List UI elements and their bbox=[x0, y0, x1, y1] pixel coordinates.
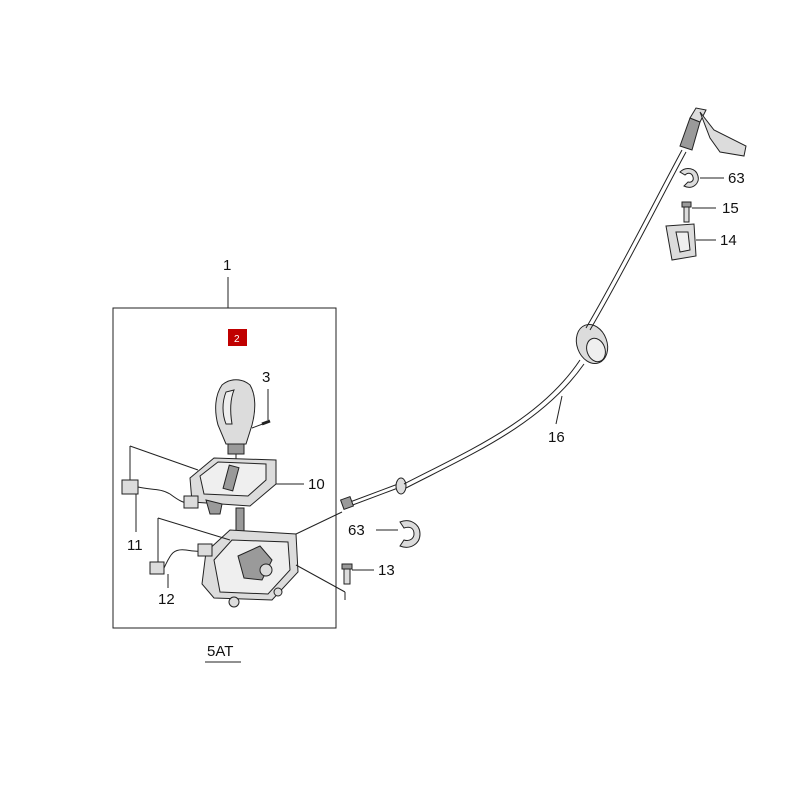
callout-15[interactable]: 15 bbox=[722, 200, 739, 217]
callout-2-badge[interactable]: 2 bbox=[228, 329, 247, 346]
shift-cable bbox=[339, 107, 747, 511]
callout-12[interactable]: 12 bbox=[158, 591, 175, 608]
variant-label: 5AT bbox=[207, 643, 233, 660]
callout-1[interactable]: 1 bbox=[223, 257, 231, 274]
bolt-15 bbox=[681, 201, 716, 223]
callout-63-lower[interactable]: 63 bbox=[348, 522, 365, 539]
callout-63-upper[interactable]: 63 bbox=[728, 170, 745, 187]
assembly-frame bbox=[112, 277, 337, 629]
callout-14[interactable]: 14 bbox=[720, 232, 737, 249]
callout-13[interactable]: 13 bbox=[378, 562, 395, 579]
bracket-14 bbox=[665, 223, 716, 261]
shifter-base bbox=[201, 507, 346, 608]
wiring-harness-12 bbox=[149, 517, 231, 588]
screw-3 bbox=[251, 389, 271, 429]
wiring-harness-11 bbox=[121, 445, 199, 532]
bolt-13 bbox=[341, 563, 374, 600]
shift-knob bbox=[215, 379, 256, 468]
callout-3[interactable]: 3 bbox=[262, 369, 270, 386]
clip-63-upper bbox=[679, 168, 724, 188]
callout-16[interactable]: 16 bbox=[548, 429, 565, 446]
indicator-cover bbox=[189, 457, 304, 515]
callout-2[interactable]: 2 bbox=[234, 334, 240, 345]
callout-10[interactable]: 10 bbox=[308, 476, 325, 493]
clip-63-lower bbox=[376, 520, 421, 548]
callout-11[interactable]: 11 bbox=[127, 537, 143, 554]
